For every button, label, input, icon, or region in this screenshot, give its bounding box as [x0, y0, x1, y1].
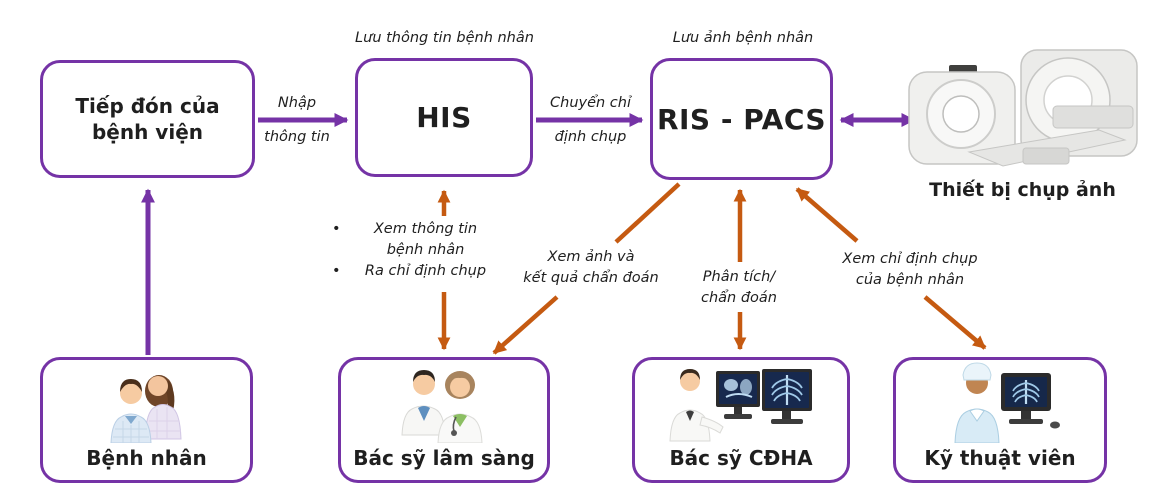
- ct-scanner-icon: [908, 49, 1138, 167]
- reception-box: Tiếp đón của bệnh viện: [40, 60, 255, 178]
- ris-pacs-label: RIS - PACS: [656, 102, 827, 136]
- his-caption: Lưu thông tin bệnh nhân: [355, 30, 534, 46]
- label-xem-chi-dinh: Xem chỉ định chụp của bệnh nhân: [842, 251, 978, 288]
- technician-box: Kỹ thuật viên: [893, 357, 1107, 483]
- reception-label: Tiếp đón của bệnh viện: [75, 93, 220, 144]
- label-xem-anh: Xem ảnh và kết quả chẩn đoán: [523, 249, 659, 286]
- patients-icon: [109, 374, 182, 443]
- label-chuyen-chi-dinh: Chuyển chỉ định chụp: [550, 95, 631, 145]
- patient-box: Bệnh nhân: [40, 357, 253, 483]
- clinical-doctor-box: Bác sỹ lâm sàng: [338, 357, 550, 483]
- arrow-ris-to-clinical-upper-segment: [614, 182, 681, 244]
- arrow-ris-to-technician-down: [923, 295, 987, 350]
- clinical-doctor-label: Bác sỹ lâm sàng: [353, 445, 535, 470]
- label-clinical-his-bullets: Xem thông tin bệnh nhân Ra chỉ định chụp: [332, 219, 504, 282]
- device-label: Thiết bị chụp ảnh: [929, 179, 1116, 201]
- radiology-doctor-label: Bác sỹ CĐHA: [669, 445, 813, 470]
- label-nhap-thong-tin: Nhập thông tin: [264, 95, 330, 145]
- bullet-icon: [332, 261, 347, 282]
- patient-label: Bệnh nhân: [86, 445, 207, 470]
- arrow-ris-to-clinical-down: [492, 295, 559, 355]
- technician-workstation-icon: [954, 362, 1060, 443]
- bullet-icon: [332, 219, 347, 261]
- doctors-icon: [401, 369, 483, 443]
- label-phan-tich: Phân tích/ chẩn đoán: [701, 269, 777, 306]
- ris-pacs-box: RIS - PACS: [650, 58, 833, 180]
- his-box: HIS: [355, 58, 533, 177]
- arrow-technician-to-ris-up: [795, 187, 859, 243]
- his-label: HIS: [416, 101, 472, 134]
- bullet-item: Xem thông tin bệnh nhân: [332, 219, 504, 261]
- bullet-item: Ra chỉ định chụp: [332, 261, 504, 282]
- radiology-doctor-box: Bác sỹ CĐHA: [632, 357, 850, 483]
- technician-label: Kỹ thuật viên: [924, 445, 1076, 470]
- radiologist-workstation-icon: [669, 368, 812, 442]
- ris-pacs-caption: Lưu ảnh bệnh nhân: [672, 30, 814, 46]
